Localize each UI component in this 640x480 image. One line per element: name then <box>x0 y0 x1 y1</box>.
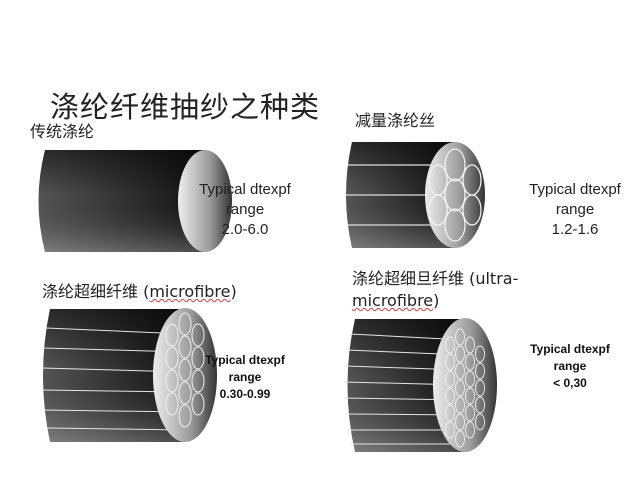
heading-text: 涤纶超细纤维 ( <box>42 282 150 301</box>
panel-heading-conventional: 传统涤纶 <box>30 122 95 141</box>
spec-ultra-microfibre: Typical dtexpf range < 0,30 <box>515 341 625 392</box>
spec-label: Typical dtexpf <box>199 181 291 198</box>
spec-range-label: range <box>225 201 265 218</box>
heading-end: ) <box>433 291 440 310</box>
ultra-microfibre-cylinder <box>343 318 497 452</box>
spec-label: Typical dtexpf <box>530 342 610 356</box>
panel-heading-microfibre: 涤纶超细纤维 (microfibre) <box>42 278 237 302</box>
spec-reduced: Typical dtexpf range 1.2-1.6 <box>510 180 640 240</box>
spec-value: 2.0-6.0 <box>221 221 269 238</box>
panel-heading-ultra-microfibre: 涤纶超细旦纤维 (ultra-microfibre) <box>352 268 552 312</box>
heading-en: microfibre <box>352 291 434 310</box>
reduced-fiber-cylinder <box>345 142 485 248</box>
microfibre-cylinder <box>41 308 217 442</box>
spec-range-label: range <box>228 370 262 384</box>
spec-label: Typical dtexpf <box>205 353 285 367</box>
spec-value: < 0,30 <box>553 376 587 390</box>
conventional-fiber-cylinder <box>38 150 232 252</box>
heading-end: ) <box>230 282 237 301</box>
heading-en: microfibre <box>149 282 231 301</box>
slide-title: 涤纶纤维抽纱之种类 <box>50 90 321 124</box>
spec-range-label: range <box>555 201 595 218</box>
spec-microfibre: Typical dtexpf range 0.30-0.99 <box>190 352 300 403</box>
spec-conventional: Typical dtexpf range 2.0-6.0 <box>180 180 310 240</box>
panel-heading-reduced: 减量涤纶丝 <box>355 111 436 130</box>
spec-label: Typical dtexpf <box>529 181 621 198</box>
spec-value: 1.2-1.6 <box>551 221 599 238</box>
heading-text: 涤纶超细旦纤维 (ultra- <box>352 269 519 288</box>
spec-value: 0.30-0.99 <box>219 387 271 401</box>
spec-range-label: range <box>553 359 587 373</box>
